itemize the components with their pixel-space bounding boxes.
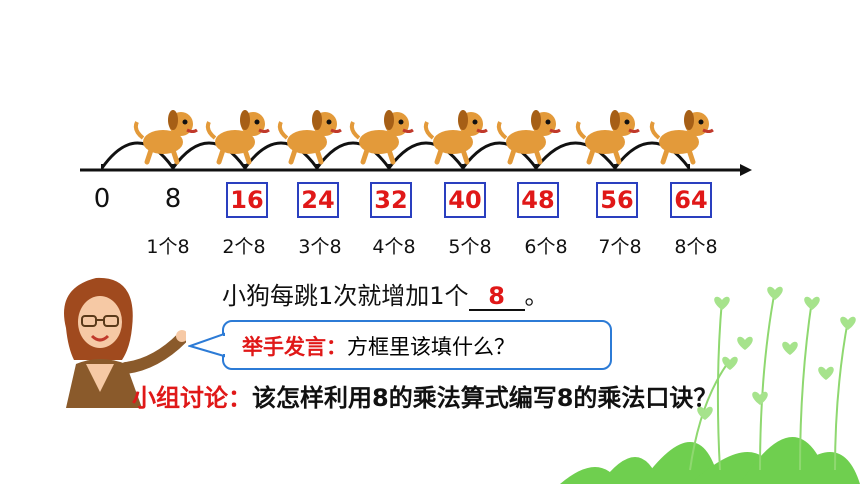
answer-box-6[interactable]: 56 (596, 182, 638, 218)
jump-arc (387, 141, 465, 169)
answer-box-7[interactable]: 64 (670, 182, 712, 218)
number-label-8: 8 (164, 184, 182, 214)
group-label: 4个8 (372, 236, 416, 258)
discussion-text: 该怎样利用8的乘法算式编写8的乘法口诀？ (252, 384, 718, 412)
group-label: 1个8 (146, 236, 190, 258)
group-label: 6个8 (524, 236, 568, 258)
dog-icon (649, 110, 714, 165)
dog-icon (205, 110, 270, 165)
group-label: 5个8 (448, 236, 492, 258)
dog-icon (423, 110, 488, 165)
prompt-question: 方框里该填什么？ (347, 335, 515, 359)
group-label: 8个8 (674, 236, 718, 258)
teacher-illustration (64, 277, 186, 408)
group-label: 7个8 (598, 236, 642, 258)
dog-icon (277, 110, 342, 165)
answer-box-1[interactable]: 16 (226, 182, 268, 218)
jump-arc (613, 141, 691, 169)
jump-arc (171, 141, 247, 169)
answer-box-4[interactable]: 40 (444, 182, 486, 218)
jump-arc (315, 141, 391, 169)
jump-arc (243, 141, 319, 169)
answer-box-2[interactable]: 24 (297, 182, 339, 218)
dog-icon (496, 110, 561, 165)
number-line (80, 110, 752, 176)
speech-bubble-tail (188, 332, 226, 358)
sentence-blank[interactable]: 8 (468, 283, 525, 311)
group-label: 2个8 (222, 236, 266, 258)
speech-bubble: 举手发言：方框里该填什么？ (222, 320, 612, 370)
dog-icon (349, 110, 414, 165)
discussion-tag: 小组讨论： (132, 384, 252, 412)
prompt-tag: 举手发言： (242, 335, 347, 359)
jump-arc (534, 141, 617, 169)
jump-arc (100, 141, 175, 169)
answer-box-5[interactable]: 48 (517, 182, 559, 218)
answer-box-3[interactable]: 32 (370, 182, 412, 218)
number-label-0: 0 (93, 184, 111, 214)
group-label: 3个8 (298, 236, 342, 258)
dog-icon (133, 110, 198, 165)
discussion: 小组讨论：该怎样利用8的乘法算式编写8的乘法口诀？ (132, 378, 772, 418)
sentence-suffix: 。 (524, 282, 549, 310)
jump-arc (461, 141, 538, 169)
dog-icon (575, 110, 640, 165)
sentence-prefix: 小狗每跳1次就增加1个 (222, 282, 469, 310)
